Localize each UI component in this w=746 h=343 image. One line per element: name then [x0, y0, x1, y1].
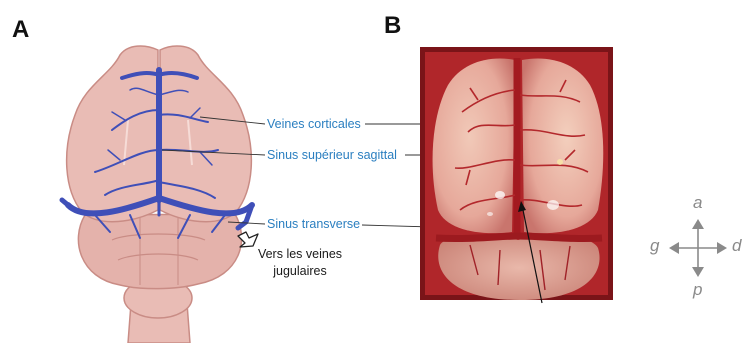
compass-posterior-label: p — [693, 280, 702, 300]
compass-arrow-right-icon — [717, 242, 727, 254]
label-jugular-line2: jugulaires — [252, 263, 348, 280]
label-cortical-veins: Veines corticales — [267, 117, 361, 131]
compass-right-label: d — [732, 236, 741, 256]
brain-illustration — [62, 46, 252, 343]
compass-left-label: g — [650, 236, 659, 256]
brain-photo — [420, 47, 613, 300]
label-superior-sagittal-sinus: Sinus supérieur sagittal — [267, 148, 397, 162]
orientation-compass — [669, 219, 727, 277]
compass-arrow-up-icon — [692, 219, 704, 229]
compass-arrow-down-icon — [692, 267, 704, 277]
label-jugular-veins: Vers les veines jugulaires — [252, 246, 348, 280]
label-jugular-line1: Vers les veines — [252, 246, 348, 263]
label-transverse-sinus: Sinus transverse — [267, 217, 360, 231]
compass-arrow-left-icon — [669, 242, 679, 254]
compass-anterior-label: a — [693, 193, 702, 213]
